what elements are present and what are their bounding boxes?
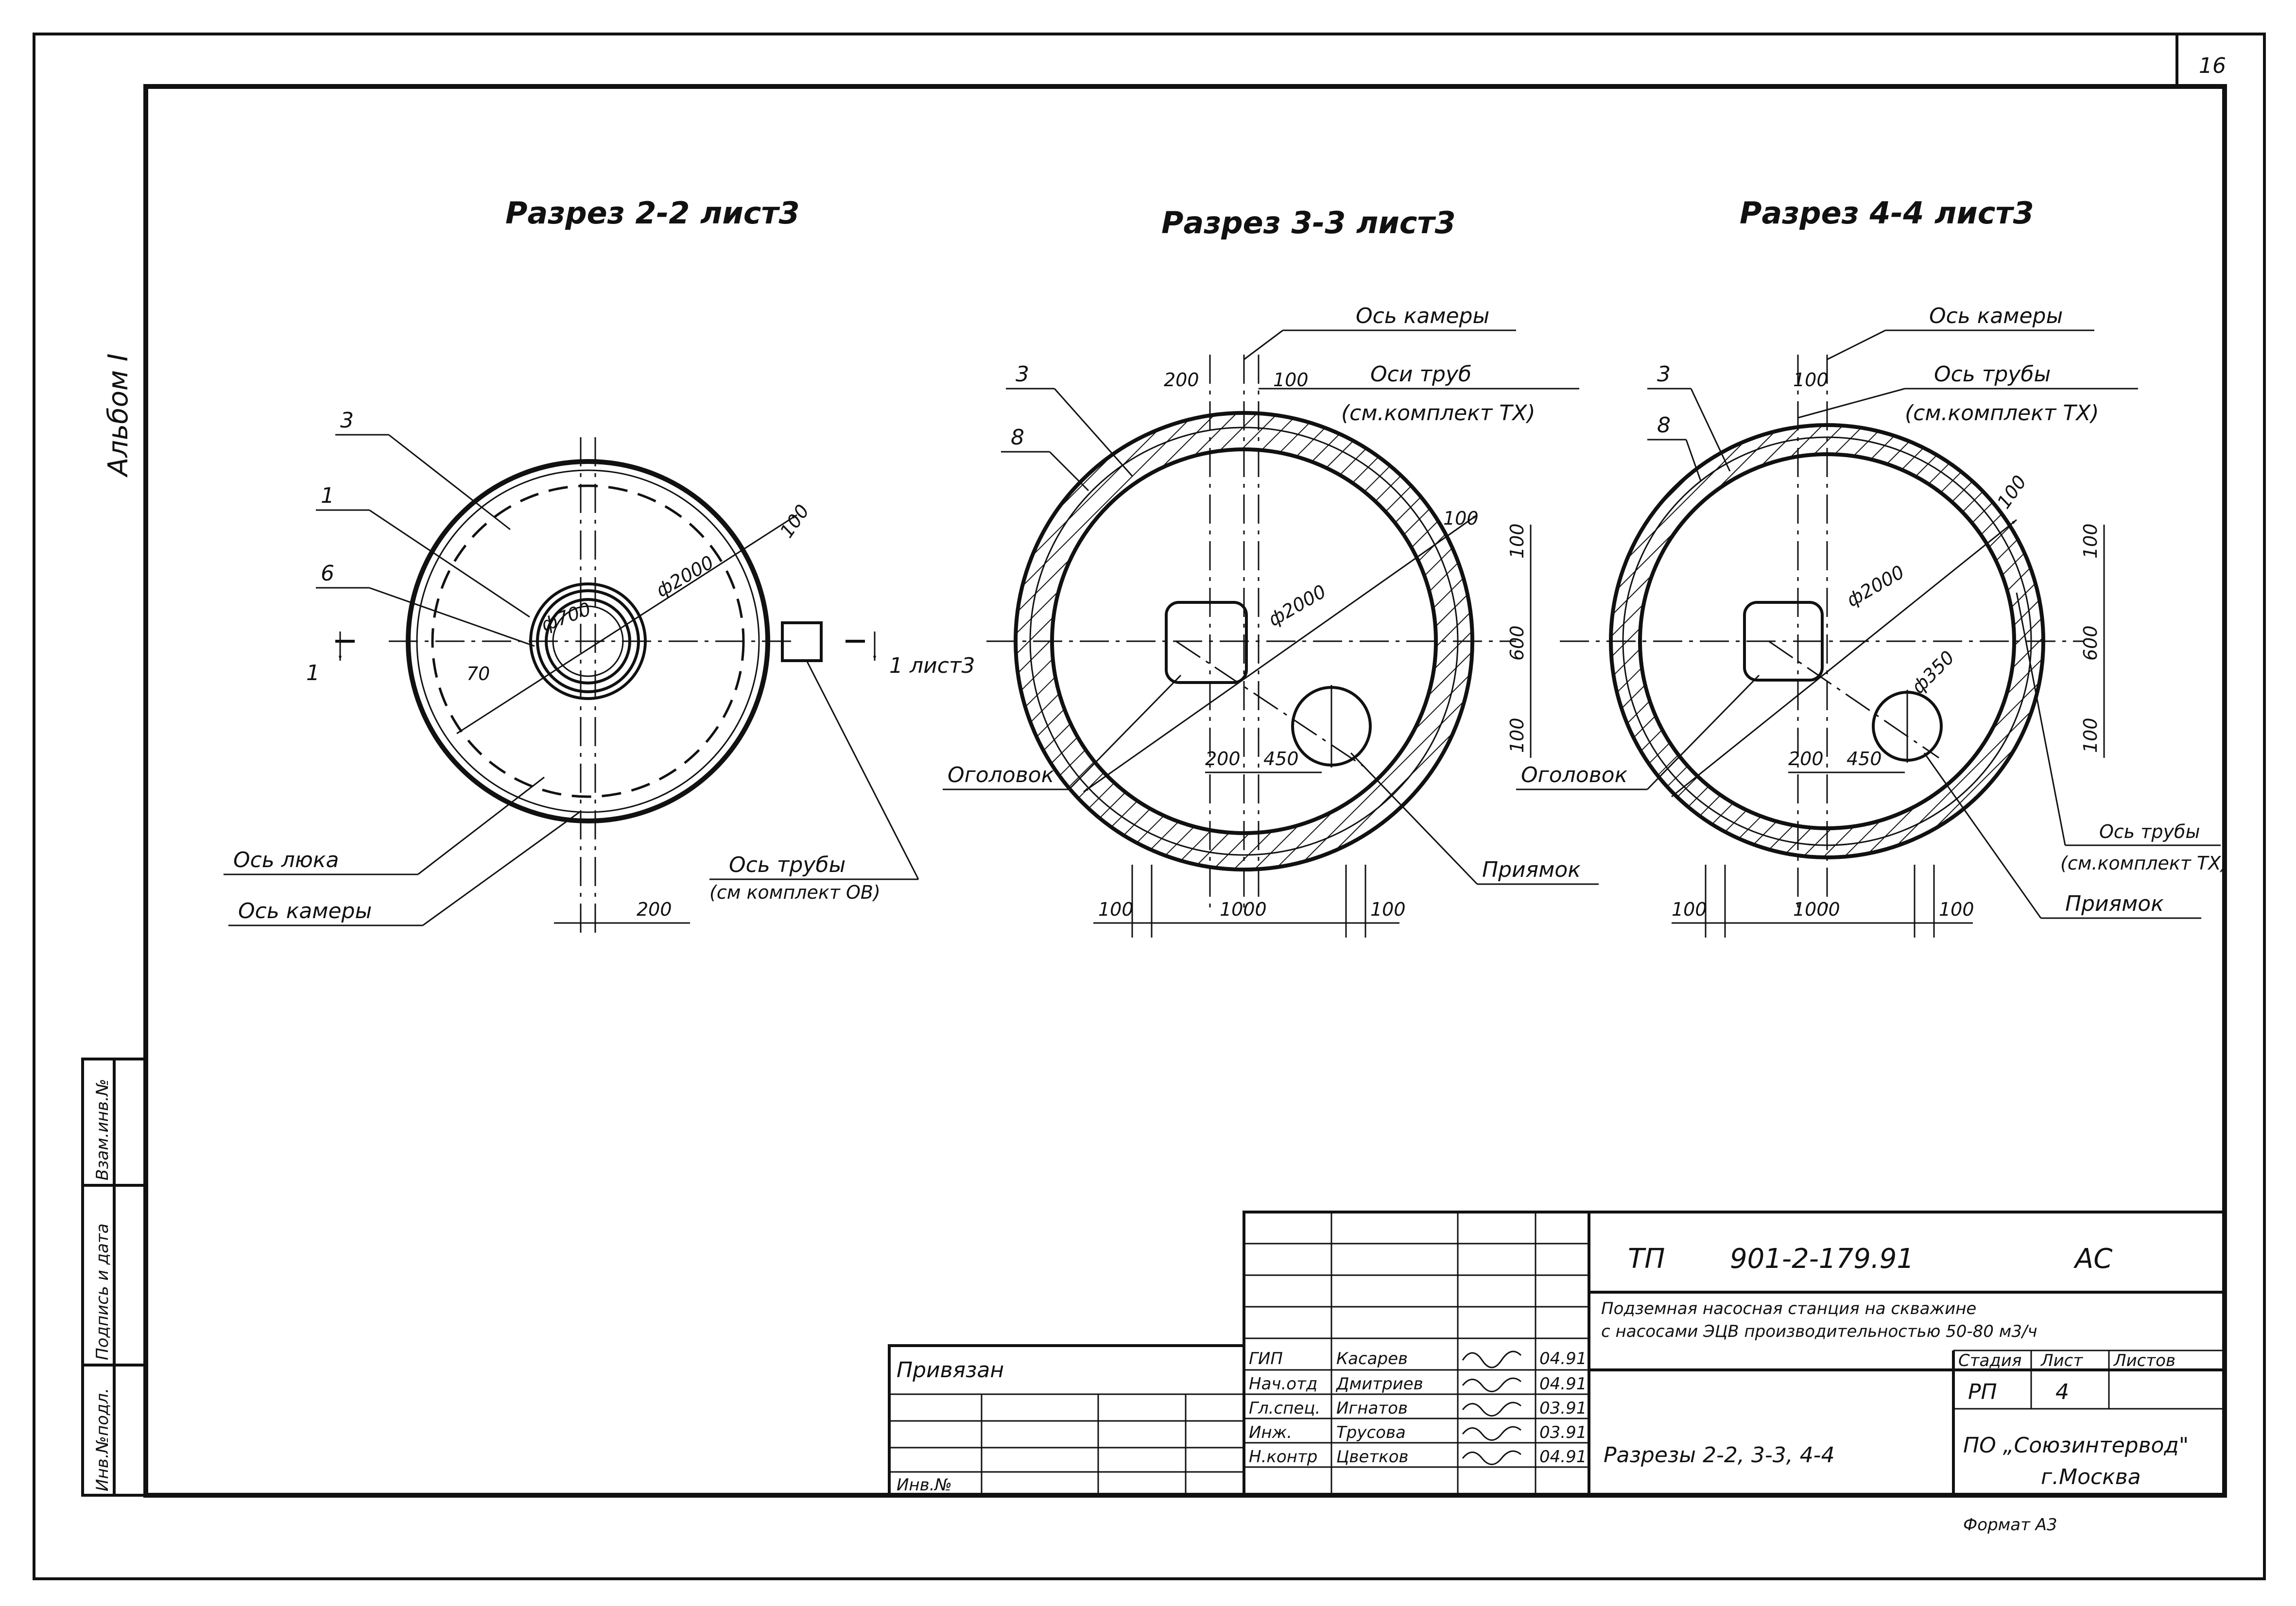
section-3-3-dim-1000: 1000 [1220, 899, 1267, 920]
section-3-3-callout-8: 8 [1011, 425, 1024, 450]
section-2-2-pipe-axis-2: (см комплект ОВ) [709, 882, 880, 903]
signer-role-0: ГИП [1249, 1349, 1283, 1368]
signature-scribbles [1462, 1350, 1522, 1465]
section-3-3-dim-450: 450 [1263, 748, 1299, 769]
section-3-3-pipe-axes-1: Оси труб [1370, 362, 1471, 387]
section-3-3-dim-100-right: 100 [1370, 899, 1406, 920]
section-4-4-dim-200-inner: 200 [1788, 748, 1824, 769]
section-2-2-dim-70: 70 [466, 663, 490, 684]
section-2-2-cut-left: 1 [306, 661, 320, 685]
section-2-2-chamber-axis: Ось камеры [238, 899, 372, 923]
section-3-3-pit-label: Приямок [1482, 857, 1581, 882]
section-2-2-dim-100: 100 [776, 501, 813, 542]
section-4-4-dim-100-left: 100 [1672, 899, 1707, 920]
side-stamp: Взам.инв.№ Подпись и дата Инв.№подл. [81, 1058, 147, 1497]
section-2-2-callout-3: 3 [340, 408, 354, 433]
tb-stage: РП [1968, 1380, 1997, 1404]
signer-role-4: Н.контр [1249, 1447, 1317, 1467]
signer-name-0: Касарев [1336, 1349, 1408, 1368]
signer-name-4: Цветков [1336, 1447, 1409, 1467]
section-4-4: Разрез 4-4 лист3 ф2000 ф350 100 Ось каме… [1516, 195, 2228, 938]
section-4-4-dim-v-600: 600 [2080, 625, 2101, 661]
signer-date-3: 03.91 [1539, 1423, 1587, 1442]
tb-sheet-title: Разрезы 2-2, 3-3, 4-4 [1604, 1443, 1835, 1468]
section-4-4-pipe-axis-2: (см.комплект ТХ) [1905, 401, 2099, 426]
signer-name-3: Трусова [1336, 1423, 1406, 1442]
signer-role-3: Инж. [1249, 1423, 1292, 1442]
section-4-4-pipe-right-2: (см.комплект ТХ) [2060, 853, 2228, 874]
section-2-2-callout-6: 6 [321, 561, 334, 586]
section-3-3-dim-200-inner: 200 [1205, 748, 1241, 769]
tb-project-2: с насосами ЭЦВ производительностью 50-80… [1601, 1322, 2037, 1341]
section-4-4-dim-1000: 1000 [1793, 899, 1840, 920]
section-4-4-pit-label: Приямок [2065, 891, 2164, 916]
tb-sheets-hdr: Листов [2113, 1351, 2175, 1370]
signer-date-0: 04.91 [1539, 1349, 1587, 1368]
signer-role-1: Нач.отд [1249, 1374, 1317, 1394]
section-2-2-callout-1: 1 [321, 483, 334, 508]
section-2-2-cut-right: 1 лист3 [889, 653, 975, 678]
section-3-3-chamber-axis: Ось камеры [1356, 304, 1489, 328]
section-4-4-callout-8: 8 [1657, 413, 1671, 438]
inv-no-label: Инв.№ [897, 1475, 952, 1495]
section-4-4-dim-100-top: 100 [1793, 369, 1829, 391]
section-4-4-dim-100-right: 100 [1939, 899, 1974, 920]
section-4-4-dim-v-100a: 100 [2080, 523, 2101, 559]
tb-mark: АС [2073, 1243, 2112, 1275]
section-4-4-callout-3: 3 [1657, 362, 1671, 387]
section-3-3-callout-3: 3 [1016, 362, 1029, 387]
section-3-3-dim-100-top: 100 [1273, 369, 1309, 391]
side-stamp-vzam: Взам.инв.№ [93, 1079, 112, 1180]
section-2-2-title: Разрез 2-2 лист3 [505, 195, 800, 231]
section-3-3-dim-v-100a: 100 [1506, 523, 1528, 559]
signer-date-1: 04.91 [1539, 1374, 1587, 1394]
section-2-2-pipe-axis-1: Ось трубы [729, 853, 846, 877]
tb-stage-hdr: Стадия [1958, 1351, 2021, 1370]
section-2-2: Разрез 2-2 лист3 ф2000 ф700 100 70 3 1 6 [224, 195, 975, 938]
section-2-2-hatch-axis: Ось люка [233, 848, 339, 872]
section-3-3-dim-v-600: 600 [1506, 625, 1528, 661]
side-stamp-inv: Инв.№подл. [93, 1388, 112, 1491]
signer-name-1: Дмитриев [1335, 1374, 1423, 1394]
section-2-2-diam-inner: ф700 [538, 598, 594, 635]
outer-border [33, 33, 2266, 1580]
section-4-4-dim-450: 450 [1847, 748, 1882, 769]
signer-role-2: Гл.спец. [1249, 1399, 1320, 1418]
section-4-4-dim-v-100b: 100 [2080, 718, 2101, 753]
tb-sheet: 4 [2055, 1380, 2069, 1404]
section-3-3-dim-200-top: 200 [1164, 369, 1199, 391]
section-4-4-dim-100-wall: 100 [1993, 472, 2031, 513]
tb-sheet-hdr: Лист [2040, 1351, 2083, 1370]
tb-format: Формат А3 [1963, 1515, 2057, 1535]
section-4-4-head-label: Оголовок [1521, 763, 1628, 787]
signer-date-2: 03.91 [1539, 1399, 1587, 1418]
section-3-3-head-label: Оголовок [948, 763, 1054, 787]
section-4-4-title: Разрез 4-4 лист3 [1740, 195, 2034, 231]
section-3-3-dim-v-100b: 100 [1506, 718, 1528, 753]
section-4-4-pipe-axis-1: Ось трубы [1934, 362, 2051, 387]
signer-date-4: 04.91 [1539, 1447, 1587, 1467]
title-block: Привязан Инв.№ ТП 901-2-179.91 АС Подзем… [888, 1211, 2226, 1535]
signer-name-2: Игнатов [1336, 1399, 1408, 1418]
section-3-3-pipe-axes-2: (см.комплект ТХ) [1341, 401, 1536, 426]
section-2-2-dim-200: 200 [637, 899, 672, 920]
section-2-2-diam-outer: ф2000 [653, 551, 718, 601]
tb-org-2: г.Москва [2041, 1465, 2141, 1489]
section-4-4-chamber-axis: Ось камеры [1929, 304, 2063, 328]
tb-org-1: ПО „Союзинтервод" [1963, 1433, 2189, 1458]
album-label: Альбом I [103, 354, 134, 478]
section-4-4-pipe-right-1: Ось трубы [2099, 821, 2200, 842]
privyazan-label: Привязан [897, 1358, 1004, 1383]
tb-number: 901-2-179.91 [1730, 1243, 1914, 1275]
section-3-3-title: Разрез 3-3 лист3 [1161, 205, 1456, 240]
tb-project-1: Подземная насосная станция на скважине [1601, 1299, 1976, 1318]
section-3-3-dim-100-wall: 100 [1443, 508, 1479, 529]
tb-code: ТП [1628, 1243, 1665, 1275]
section-3-3-dim-100-left: 100 [1098, 899, 1134, 920]
section-3-3: Разрез 3-3 лист3 ф2000 100 Ось камеры Ос… [943, 205, 1599, 938]
side-stamp-podpis: Подпись и дата [93, 1223, 112, 1360]
sheet-number: 16 [2199, 53, 2226, 78]
